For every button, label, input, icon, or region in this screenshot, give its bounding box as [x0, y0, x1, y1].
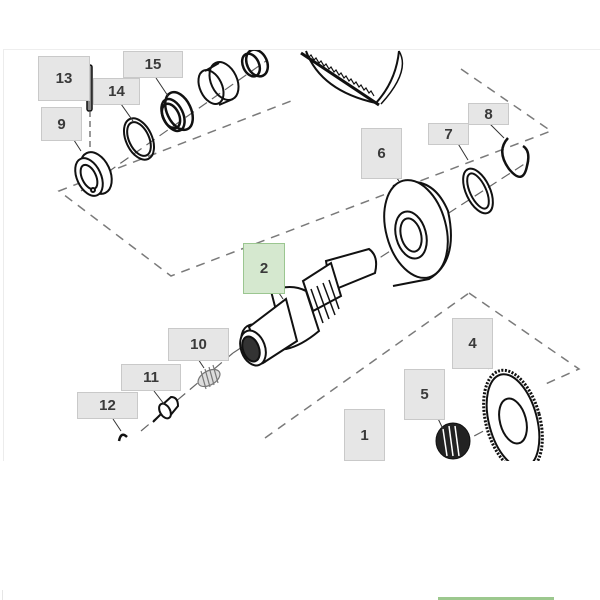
callout-2[interactable]: 2 — [243, 243, 285, 294]
callout-10[interactable]: 10 — [168, 328, 229, 361]
callout-11[interactable]: 11 — [121, 364, 181, 391]
pinion-part-5-icon — [435, 422, 471, 460]
callout-4[interactable]: 4 — [452, 318, 493, 369]
callout-12[interactable]: 12 — [77, 392, 138, 419]
shaft-part-2-icon — [239, 247, 378, 367]
callout-7[interactable]: 7 — [428, 123, 469, 145]
collar-part-9-icon — [74, 151, 113, 197]
callout-15[interactable]: 15 — [123, 51, 183, 78]
gear-part-4-icon — [482, 368, 544, 461]
callout-6[interactable]: 6 — [361, 128, 402, 179]
ring-part-7-icon — [462, 167, 494, 215]
callout-14[interactable]: 14 — [93, 78, 140, 105]
snap-ring-part-8-icon — [501, 137, 530, 178]
green-action-bar[interactable] — [438, 597, 554, 600]
ring-part-14-icon — [122, 117, 156, 161]
group-outline-lower — [468, 292, 581, 387]
plunger-part-11-icon — [152, 395, 180, 423]
callout-9[interactable]: 9 — [41, 107, 82, 141]
spring-part-10-icon — [197, 364, 221, 390]
callout-13[interactable]: 13 — [38, 56, 90, 101]
diagram-viewer[interactable]: 13 15 14 9 8 7 6 2 10 11 12 4 5 1 — [3, 49, 600, 461]
ring-part-12-icon — [117, 433, 128, 442]
bevel-gear-icon — [300, 50, 404, 107]
ring-top-icon — [240, 50, 270, 78]
callout-8[interactable]: 8 — [468, 103, 509, 125]
panel-edge — [2, 590, 3, 600]
housing-part-6-icon — [383, 179, 452, 287]
sleeve-icon — [197, 61, 240, 106]
group-outline-upper — [57, 68, 553, 277]
callout-1[interactable]: 1 — [344, 409, 385, 461]
bushing-part-15-icon — [160, 90, 195, 133]
callout-5[interactable]: 5 — [404, 369, 445, 420]
